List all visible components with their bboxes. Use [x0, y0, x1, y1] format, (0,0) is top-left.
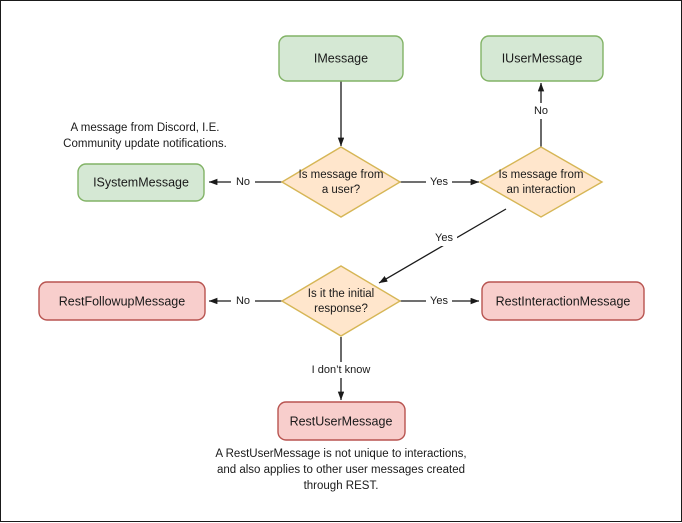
node-decision-from-user-label-line1: Is message from	[299, 169, 384, 181]
edge-label-no-usermessage: No	[534, 105, 548, 117]
annotation-system-message-note: A message from Discord, I.E. Community u…	[63, 122, 227, 150]
annotation-system-message-line1: A message from Discord, I.E.	[71, 122, 220, 134]
edge-label-yes-restinteraction: Yes	[430, 295, 448, 307]
edge-initial-response-unknown-to-restuser: I don’t know	[299, 337, 383, 401]
node-restfollowupmessage-label: RestFollowupMessage	[59, 294, 185, 308]
annotation-rest-user-message-line2: and also applies to other user messages …	[217, 464, 465, 476]
node-isystemmessage-label: ISystemMessage	[93, 175, 189, 189]
node-restusermessage[interactable]: RestUserMessage	[277, 401, 406, 441]
edge-from-user-yes-to-from-interaction: Yes	[399, 174, 480, 190]
node-iusermessage[interactable]: IUserMessage	[480, 35, 604, 82]
node-decision-from-interaction-label-line2: an interaction	[506, 184, 575, 196]
edge-initial-response-yes-to-restinteraction: Yes	[399, 293, 480, 309]
node-imessage-label: IMessage	[314, 51, 368, 65]
annotation-rest-user-message-line3: through REST.	[304, 480, 379, 492]
node-isystemmessage[interactable]: ISystemMessage	[77, 163, 205, 202]
node-decision-from-user-label-line2: a user?	[322, 184, 360, 196]
annotation-rest-user-message-note: A RestUserMessage is not unique to inter…	[215, 448, 466, 492]
node-restfollowupmessage[interactable]: RestFollowupMessage	[38, 281, 206, 321]
node-decision-from-interaction-label-line1: Is message from	[499, 169, 584, 181]
node-restusermessage-label: RestUserMessage	[290, 414, 393, 428]
edge-label-no-followup: No	[236, 295, 250, 307]
edge-from-interaction-yes-to-initial-response: Yes	[378, 208, 507, 284]
edge-from-user-no-to-isystemmessage: No	[208, 174, 284, 190]
nodes-layer: IMessage IUserMessage ISystemMessage Is …	[38, 35, 645, 441]
edges-layer: ISystemMessage --> No from-interaction -…	[208, 81, 553, 401]
annotation-rest-user-message-line1: A RestUserMessage is not unique to inter…	[215, 448, 466, 460]
edge-from-interaction-no-to-iusermessage: No	[529, 82, 553, 148]
node-restinteractionmessage[interactable]: RestInteractionMessage	[481, 281, 645, 321]
node-imessage[interactable]: IMessage	[278, 35, 404, 82]
node-decision-initial-response-label-line1: Is it the initial	[308, 288, 374, 300]
node-decision-from-user[interactable]: Is message from a user?	[280, 146, 402, 218]
node-decision-from-interaction[interactable]: Is message from an interaction	[478, 146, 604, 218]
node-decision-initial-response-label-line2: response?	[314, 303, 368, 315]
node-restinteractionmessage-label: RestInteractionMessage	[496, 294, 631, 308]
edge-label-yes-interaction: Yes	[430, 176, 448, 188]
edge-label-yes-initial: Yes	[435, 232, 453, 244]
edge-label-no-system: No	[236, 176, 250, 188]
annotation-system-message-line2: Community update notifications.	[63, 138, 227, 150]
annotations-layer: A message from Discord, I.E. Community u…	[63, 122, 466, 492]
node-iusermessage-label: IUserMessage	[502, 51, 583, 65]
node-decision-initial-response[interactable]: Is it the initial response?	[280, 265, 402, 337]
edge-label-i-dont-know: I don’t know	[312, 364, 371, 376]
edge-initial-response-no-to-restfollowup: No	[208, 293, 284, 309]
